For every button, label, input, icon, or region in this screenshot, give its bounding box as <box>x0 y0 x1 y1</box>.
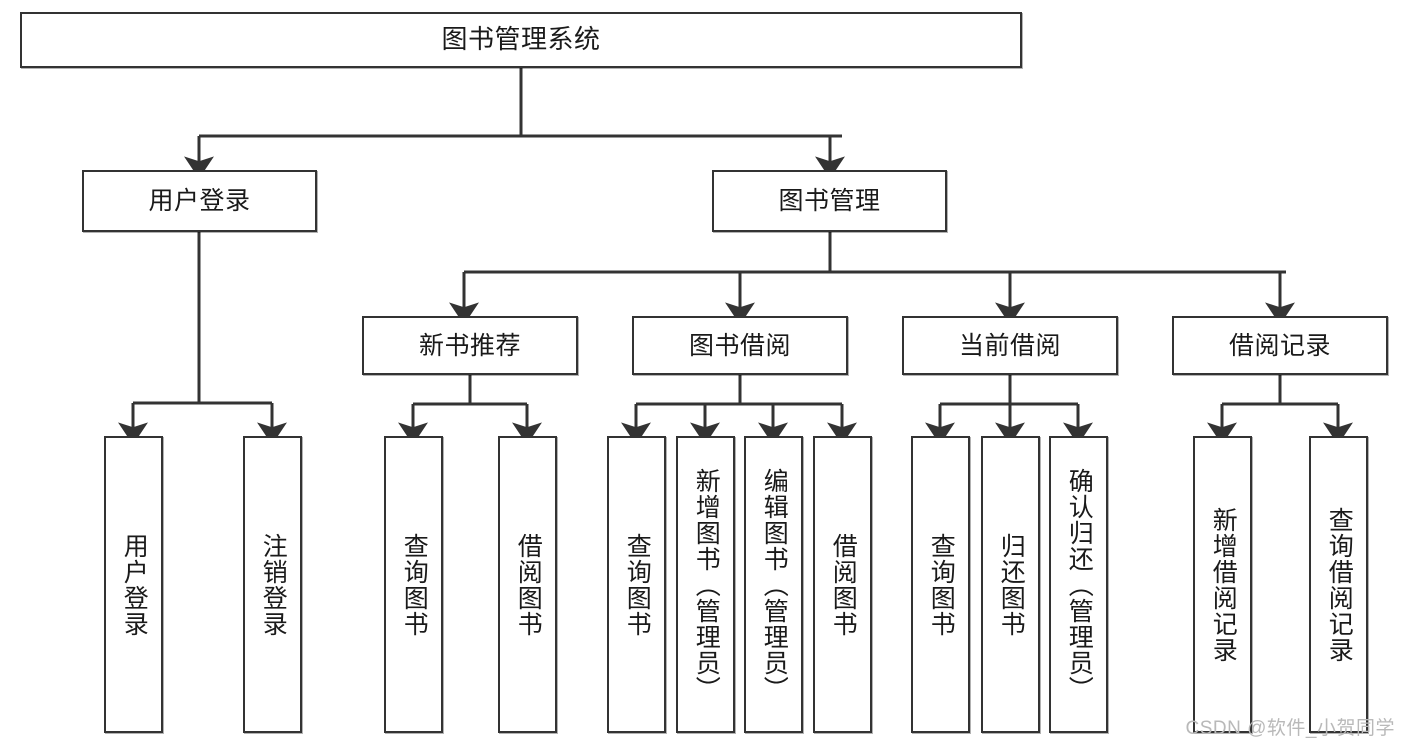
node-new-book-recommend[interactable]: 新书推荐 <box>362 316 578 375</box>
leaf-current-borrow-return-book[interactable]: 归还图书 <box>981 436 1040 733</box>
leaf-new-book-query-book[interactable]: 查询图书 <box>384 436 443 733</box>
node-book-management[interactable]: 图书管理 <box>712 170 947 232</box>
node-label: 用户登录 <box>148 187 251 215</box>
leaf-new-book-borrow-book[interactable]: 借阅图书 <box>498 436 557 733</box>
node-current-borrow[interactable]: 当前借阅 <box>902 316 1118 375</box>
leaf-borrow-record-add-record[interactable]: 新增借阅记录 <box>1193 436 1252 733</box>
node-label: 当前借阅 <box>958 331 1061 360</box>
leaf-book-borrow-edit-book-admin[interactable]: 编辑图书（管理员） <box>744 436 803 733</box>
node-borrow-record[interactable]: 借阅记录 <box>1172 316 1388 375</box>
node-label: 查询图书 <box>927 532 956 637</box>
node-label: 查询图书 <box>400 532 429 637</box>
csdn-watermark: CSDN @软件_小贺同学 <box>1185 718 1395 739</box>
leaf-book-borrow-borrow-book[interactable]: 借阅图书 <box>813 436 872 733</box>
node-label: 新增借阅记录 <box>1209 506 1238 663</box>
leaf-user-login-login[interactable]: 用户登录 <box>104 436 163 733</box>
leaf-book-borrow-query-book[interactable]: 查询图书 <box>607 436 666 733</box>
node-label: 借阅记录 <box>1228 331 1331 360</box>
leaf-current-borrow-confirm-return-admin[interactable]: 确认归还（管理员） <box>1049 436 1108 733</box>
node-label: 图书管理系统 <box>441 24 601 55</box>
node-user-login[interactable]: 用户登录 <box>82 170 317 232</box>
node-label: 注销登录 <box>259 532 288 637</box>
leaf-user-login-logout[interactable]: 注销登录 <box>243 436 302 733</box>
node-book-borrow[interactable]: 图书借阅 <box>632 316 848 375</box>
node-label: 用户登录 <box>120 532 149 637</box>
node-label: 新增图书（管理员） <box>692 467 721 702</box>
node-label: 查询借阅记录 <box>1325 506 1354 663</box>
node-label: 借阅图书 <box>829 532 858 637</box>
node-label: 查询图书 <box>623 532 652 637</box>
node-label: 图书管理 <box>778 187 881 215</box>
node-label: 确认归还（管理员） <box>1065 467 1094 702</box>
node-label: 借阅图书 <box>514 532 543 637</box>
node-label: 归还图书 <box>997 532 1026 637</box>
leaf-current-borrow-query-book[interactable]: 查询图书 <box>911 436 970 733</box>
node-root-library-management-system[interactable]: 图书管理系统 <box>20 12 1022 68</box>
leaf-borrow-record-query-record[interactable]: 查询借阅记录 <box>1309 436 1368 733</box>
node-label: 编辑图书（管理员） <box>760 467 789 702</box>
node-label: 新书推荐 <box>418 331 521 360</box>
leaf-book-borrow-add-book-admin[interactable]: 新增图书（管理员） <box>676 436 735 733</box>
node-label: 图书借阅 <box>688 331 791 360</box>
